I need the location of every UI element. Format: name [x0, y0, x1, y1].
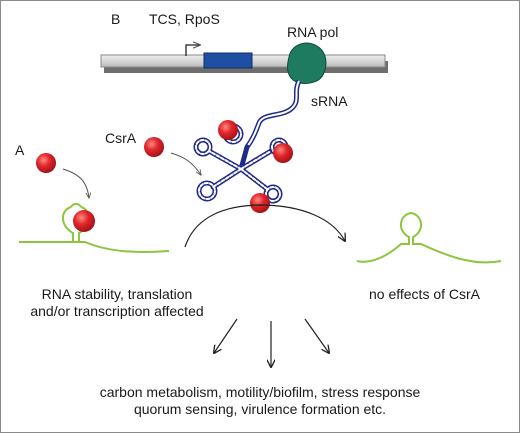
- mrna-hairpin-left: [19, 203, 170, 254]
- csra-to-srna-arrow: [170, 152, 201, 175]
- csra-protein-panel-a: [36, 153, 56, 173]
- csra-binding-arrow: [62, 168, 89, 198]
- panel-label-a: A: [15, 142, 25, 158]
- gene-box: [203, 52, 253, 69]
- srna-strand: [244, 79, 302, 149]
- csra-protein-srna-right: [273, 143, 293, 163]
- srna-structure: [193, 123, 289, 204]
- csra-protein-bound-mrna: [73, 210, 95, 232]
- csra-protein-free: [144, 137, 164, 157]
- downstream-arrow-left: [214, 318, 238, 353]
- outcome-affected-line-2: and/or transcription affected: [30, 303, 204, 319]
- sequestration-arrow: [184, 204, 345, 248]
- outcome-no-effect-text: no effects of CsrA: [369, 286, 481, 302]
- srna-label: sRNA: [311, 93, 348, 109]
- mrna-hairpin-right: [356, 211, 502, 264]
- csra-protein-srna-bottom: [250, 193, 270, 213]
- panel-label-b: B: [111, 11, 121, 27]
- rna-polymerase-shape: [287, 42, 327, 84]
- regulated-processes-text: carbon metabolism, motility/biofilm, str…: [1, 384, 519, 418]
- promoter-label: TCS, RpoS: [149, 11, 220, 27]
- rna-polymerase-label: RNA pol: [287, 24, 339, 40]
- outcome-affected-line-1: RNA stability, translation: [41, 286, 193, 302]
- regulated-processes-line-2: quorum sensing, virulence formation etc.: [133, 401, 387, 417]
- csra-label: CsrA: [105, 130, 137, 146]
- promoter-arrow: [185, 45, 200, 56]
- regulated-processes-line-1: carbon metabolism, motility/biofilm, str…: [99, 384, 421, 400]
- downstream-arrow-right: [304, 318, 329, 353]
- csra-protein-srna-top: [218, 120, 238, 140]
- outcome-affected-text: RNA stability, translation and/or transc…: [1, 286, 233, 320]
